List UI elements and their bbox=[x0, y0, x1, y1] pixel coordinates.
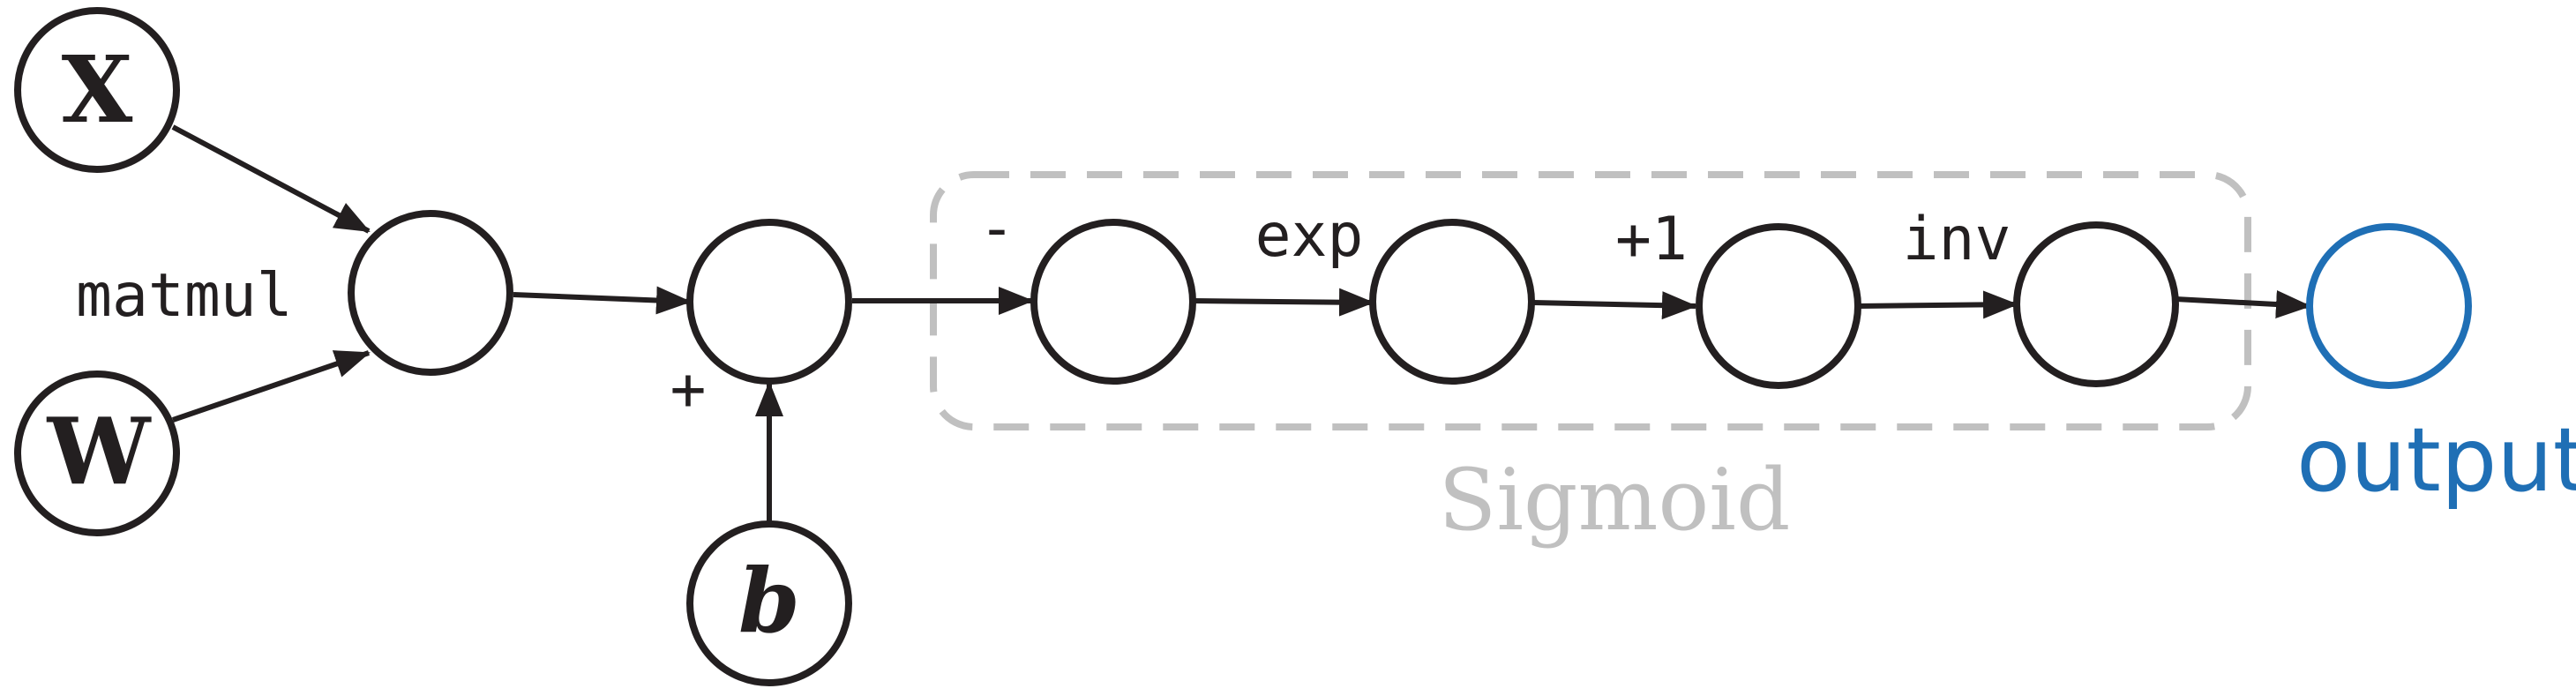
label-b: b bbox=[738, 549, 800, 653]
edge-plus1-inv bbox=[1857, 290, 2018, 319]
edge-neg-exp bbox=[1192, 288, 1374, 317]
edge-matmul-add bbox=[513, 286, 692, 315]
node-matmul bbox=[348, 210, 513, 376]
label-matmul: matmul bbox=[76, 261, 293, 331]
label-output: output bbox=[2296, 408, 2576, 512]
edge-w-matmul bbox=[172, 350, 371, 423]
node-plus-one bbox=[1696, 223, 1861, 389]
node-w bbox=[14, 370, 180, 536]
node-x bbox=[14, 7, 180, 173]
label-plus-one: +1 bbox=[1615, 205, 1688, 274]
node-add bbox=[686, 219, 852, 385]
node-exp bbox=[1369, 219, 1535, 385]
label-sigmoid: Sigmoid bbox=[1439, 451, 1791, 550]
label-neg: - bbox=[979, 194, 1015, 264]
label-exp: exp bbox=[1255, 201, 1364, 271]
edge-exp-plus1 bbox=[1532, 291, 1697, 320]
node-output bbox=[2306, 223, 2472, 389]
label-w: W bbox=[47, 397, 153, 505]
label-x: X bbox=[62, 35, 133, 144]
node-neg bbox=[1030, 219, 1196, 385]
node-inv bbox=[2013, 221, 2179, 387]
label-inv: inv bbox=[1903, 205, 2011, 274]
label-add: + bbox=[670, 355, 707, 424]
edge-inv-output bbox=[2175, 290, 2311, 318]
edge-x-matmul bbox=[171, 124, 371, 234]
node-b bbox=[686, 520, 852, 686]
